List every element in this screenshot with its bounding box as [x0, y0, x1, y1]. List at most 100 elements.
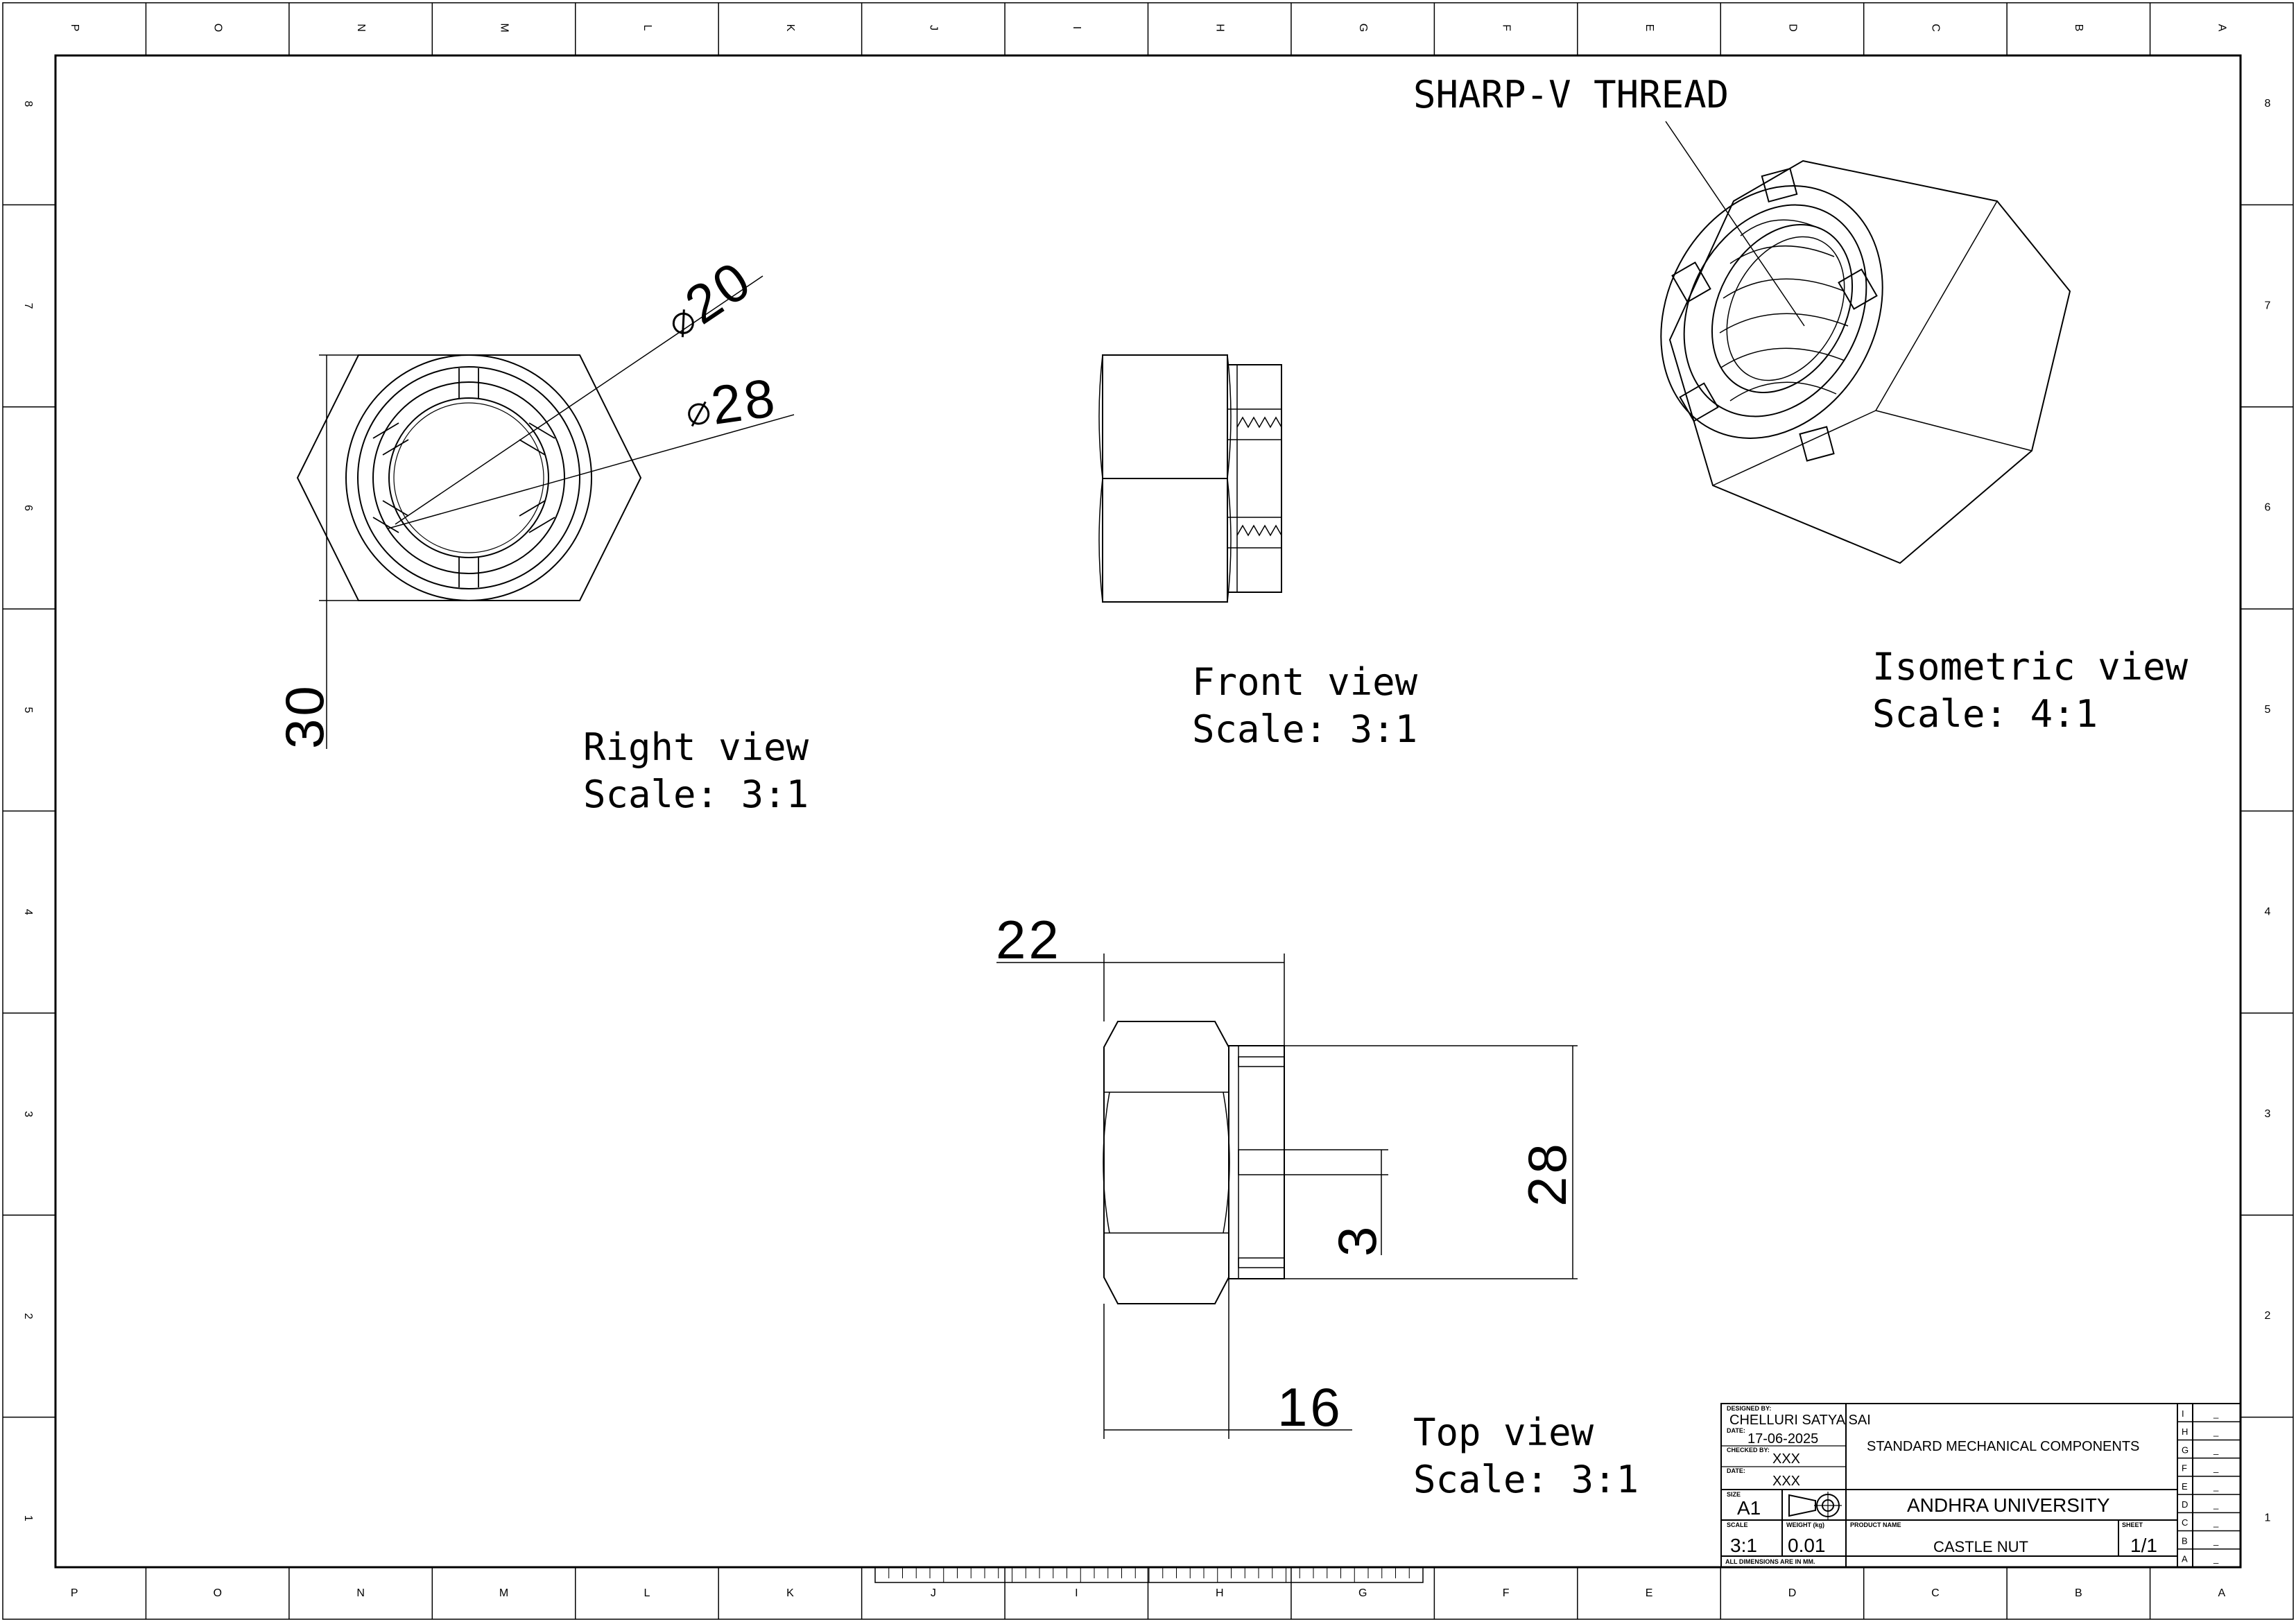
zone-label-right: 3 — [2265, 1108, 2271, 1120]
hex-outline — [296, 354, 642, 601]
product-value: CASTLE NUT — [1933, 1538, 2028, 1555]
zone-label-top: A — [2216, 24, 2228, 32]
revision-value: _ — [2213, 1463, 2219, 1474]
zone-label-top: E — [1643, 24, 1655, 32]
bore-circle — [388, 397, 549, 558]
revision-letter: A — [2182, 1554, 2188, 1564]
zone-label-top: D — [1786, 24, 1798, 32]
projection-symbol-icon — [1788, 1492, 1842, 1519]
revision-value: _ — [2213, 1444, 2219, 1455]
castle-circle — [357, 366, 580, 589]
isometric-view — [1660, 121, 2071, 564]
zone-label-left: 8 — [22, 101, 34, 107]
zone-label-left: 7 — [22, 303, 34, 309]
zone-label-bottom: B — [2075, 1587, 2082, 1599]
zone-label-top: P — [69, 24, 80, 32]
sheet-value: 1/1 — [2130, 1535, 2157, 1556]
zone-label-bottom: N — [356, 1587, 365, 1599]
scale-value: 3:1 — [1730, 1535, 1757, 1556]
zone-label-bottom: K — [786, 1587, 794, 1599]
zone-label-left: 4 — [22, 909, 34, 915]
top-view-scale: Scale: 3:1 — [1413, 1458, 1639, 1501]
zone-label-left: 1 — [22, 1515, 34, 1521]
view-notes: SHARP-V THREAD Right view Scale: 3:1 Fro… — [583, 73, 2189, 1501]
size-label: SIZE — [1727, 1491, 1741, 1498]
right-view-scale: Scale: 3:1 — [583, 773, 809, 816]
product-label: PRODUCT NAME — [1850, 1521, 1901, 1528]
zone-label-top: J — [928, 25, 940, 31]
zone-label-right: 8 — [2265, 98, 2271, 110]
revision-letter: F — [2182, 1463, 2187, 1474]
zone-label-top: N — [355, 24, 367, 32]
thread-circle — [393, 402, 544, 553]
designed-by-value: CHELLURI SATYA SAI — [1729, 1413, 1871, 1428]
zone-label-bottom: A — [2218, 1587, 2225, 1599]
thread-note: SHARP-V THREAD — [1413, 73, 1729, 117]
front-view-scale: Scale: 3:1 — [1192, 707, 1417, 751]
dim-height-28: 28 — [1517, 1141, 1578, 1207]
zone-label-bottom: E — [1646, 1587, 1653, 1599]
zone-label-left: 3 — [22, 1111, 34, 1117]
zone-label-bottom: L — [644, 1587, 650, 1599]
slot-ring — [372, 381, 565, 574]
revision-letter: I — [2182, 1408, 2184, 1419]
zone-label-bottom: P — [71, 1587, 78, 1599]
outer-circle — [345, 354, 592, 601]
designed-by-label: DESIGNED BY: — [1727, 1405, 1771, 1412]
sheet-label: SHEET — [2122, 1521, 2143, 1528]
zone-label-bottom: C — [1931, 1587, 1940, 1599]
dim-length-22: 22 — [996, 909, 1062, 970]
zone-label-top: O — [212, 24, 223, 32]
top-view — [996, 954, 1578, 1439]
revision-letter: H — [2182, 1426, 2188, 1437]
castle-slots — [372, 368, 555, 587]
zone-label-right: 1 — [2265, 1512, 2271, 1524]
zone-label-top: M — [498, 23, 510, 32]
zone-label-right: 2 — [2265, 1310, 2271, 1322]
zone-label-left: 5 — [22, 707, 34, 713]
zone-label-top: I — [1071, 26, 1082, 29]
zone-label-top: C — [1930, 24, 1942, 32]
zone-label-left: 2 — [22, 1313, 34, 1319]
zone-label-top: G — [1357, 24, 1369, 32]
revision-value: _ — [2213, 1554, 2219, 1564]
right-view-dimension-text: 20 28 30 — [274, 248, 781, 749]
revision-value: _ — [2213, 1499, 2219, 1510]
front-view-title: Front view — [1192, 660, 1418, 704]
zone-label-bottom: F — [1503, 1587, 1510, 1599]
isometric-view-title: Isometric view — [1872, 645, 2189, 689]
zone-label-bottom: J — [931, 1587, 936, 1599]
units-note: ALL DIMENSIONS ARE IN MM. — [1725, 1558, 1815, 1565]
dim-width-30: 30 — [274, 683, 335, 749]
zone-label-bottom: I — [1075, 1587, 1078, 1599]
scale-label: SCALE — [1727, 1521, 1748, 1528]
revision-table: I_H_G_F_E_D_C_B_A_ — [2177, 1408, 2241, 1564]
zone-label-bottom: H — [1216, 1587, 1224, 1599]
date2-label: DATE: — [1727, 1467, 1745, 1474]
front-view — [1098, 354, 1282, 603]
weight-value: 0.01 — [1788, 1535, 1826, 1556]
zone-label-bottom: G — [1358, 1587, 1367, 1599]
zone-label-bottom: M — [499, 1587, 508, 1599]
revision-letter: D — [2182, 1499, 2188, 1510]
zone-label-top: F — [1500, 24, 1512, 31]
size-value: A1 — [1737, 1497, 1761, 1519]
revision-value: _ — [2213, 1517, 2219, 1528]
zone-label-top: K — [784, 24, 796, 32]
revision-value: _ — [2213, 1426, 2219, 1437]
top-view-title: Top view — [1413, 1410, 1594, 1454]
company-name: STANDARD MECHANICAL COMPONENTS — [1867, 1439, 2139, 1454]
zone-label-left: 6 — [22, 505, 34, 511]
revision-value: _ — [2213, 1535, 2219, 1546]
revision-value: _ — [2213, 1408, 2219, 1419]
zone-label-right: 7 — [2265, 300, 2271, 311]
diameter-symbol-icon — [688, 403, 710, 425]
title-block: I_H_G_F_E_D_C_B_A_ DESIGNED BY: CHELLURI… — [1720, 1403, 2241, 1568]
checked-by-label: CHECKED BY: — [1727, 1447, 1770, 1453]
top-view-dimension-text: 22 28 3 16 — [996, 909, 1578, 1438]
revision-letter: E — [2182, 1481, 2188, 1492]
revision-letter: C — [2182, 1517, 2188, 1528]
zone-label-top: L — [641, 25, 653, 31]
